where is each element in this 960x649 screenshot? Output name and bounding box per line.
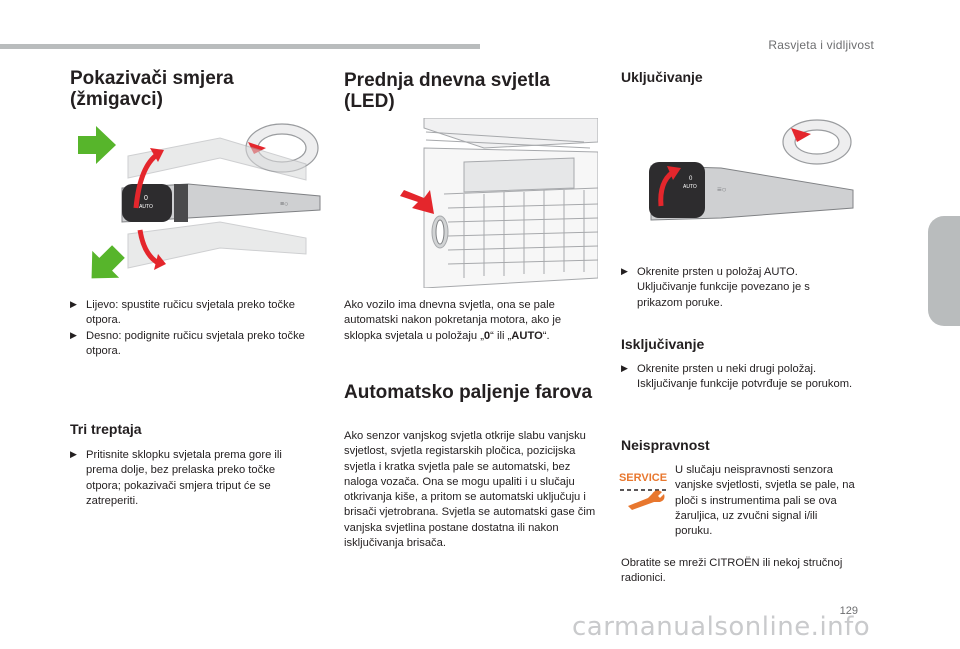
watermark: carmanualsonline.info	[572, 612, 871, 642]
page-number: 129	[839, 605, 858, 617]
svg-text:0: 0	[144, 195, 148, 202]
drl-headlamp-illustration	[344, 118, 598, 288]
svg-text:AUTO: AUTO	[139, 204, 153, 210]
switch-on-title: Uključivanje	[621, 69, 703, 85]
svg-text:≡○: ≡○	[717, 185, 727, 194]
auto-headlamps-title: Automatsko paljenje farova	[344, 382, 593, 403]
svg-text:≡○: ≡○	[280, 201, 288, 208]
red-pointer-icon	[400, 190, 434, 214]
svg-text:SERVICE: SERVICE	[619, 472, 667, 484]
service-warning-icon: SERVICE	[618, 466, 668, 510]
arrow-right-icon	[78, 126, 116, 164]
drl-paragraph: Ako vozilo ima dnevna svjetla, ona se pa…	[344, 299, 562, 342]
svg-text:0: 0	[689, 176, 693, 182]
turn-signals-instructions: ▶ Lijevo: spustite ručicu svjetala preko…	[70, 298, 326, 359]
turn-signal-stalk-illustration: 0 AUTO ≡○	[70, 118, 324, 288]
chapter-number: 4	[888, 223, 929, 291]
header-rule	[0, 44, 480, 49]
switch-off-instructions: ▶ Okrenite prsten u neki drugi položaj. …	[621, 363, 853, 391]
malfunction-title: Neispravnost	[621, 437, 710, 453]
three-flashes-instructions: ▶ Pritisnite sklopku svjetala prema gore…	[70, 449, 282, 507]
auto-headlamps-paragraph: Ako senzor vanjskog svjetla otkrije slab…	[344, 430, 596, 550]
chapter-tab	[928, 216, 960, 326]
arrow-bullet-icon: ▶	[70, 330, 77, 341]
arrow-bullet-icon: ▶	[70, 450, 77, 460]
switch-off-title: Isključivanje	[621, 336, 705, 352]
instruction-left: ▶ Lijevo: spustite ručicu svjetala preko…	[70, 299, 295, 327]
instruction-right: ▶ Desno: podignite ručicu svjetala preko…	[70, 329, 305, 357]
turn-signals-title: Pokazivači smjera (žmigavci)	[70, 68, 234, 110]
auto-stalk-illustration: 0 AUTO ≡○	[621, 118, 855, 246]
svg-text:AUTO: AUTO	[683, 184, 697, 190]
three-flashes-title: Tri treptaja	[70, 421, 142, 437]
switch-on-instructions: ▶ Okrenite prsten u položaj AUTO. Uključ…	[621, 266, 810, 309]
section-header: Rasvjeta i vidljivost	[768, 38, 874, 52]
arrow-bullet-icon: ▶	[621, 364, 628, 374]
drl-title: Prednja dnevna svjetla (LED)	[344, 70, 550, 112]
arrow-down-left-icon	[91, 245, 125, 279]
arrow-bullet-icon: ▶	[70, 300, 77, 310]
arrow-bullet-icon: ▶	[621, 267, 628, 277]
contact-paragraph: Obratite se mreži CITROËN ili nekoj stru…	[621, 557, 843, 585]
malfunction-paragraph: U slučaju neispravnosti senzora vanjske …	[675, 464, 855, 538]
